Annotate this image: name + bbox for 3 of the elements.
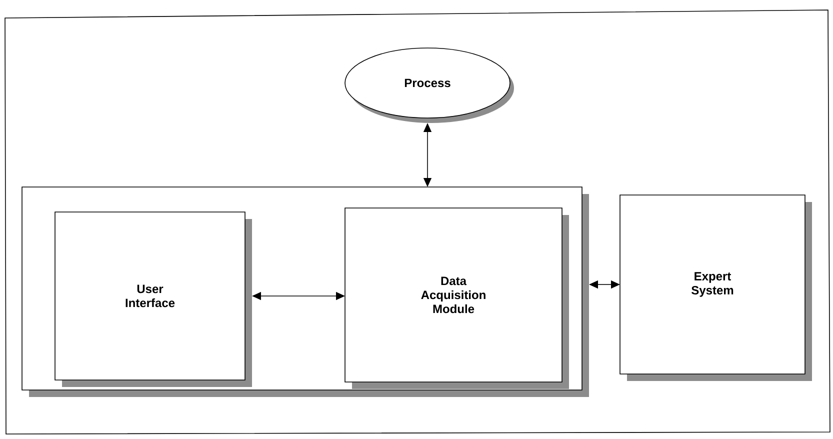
process-box: User Interface — [54, 212, 252, 387]
process-box: Data Acquisition Module — [344, 208, 569, 389]
process-box: Expert System — [620, 194, 812, 381]
